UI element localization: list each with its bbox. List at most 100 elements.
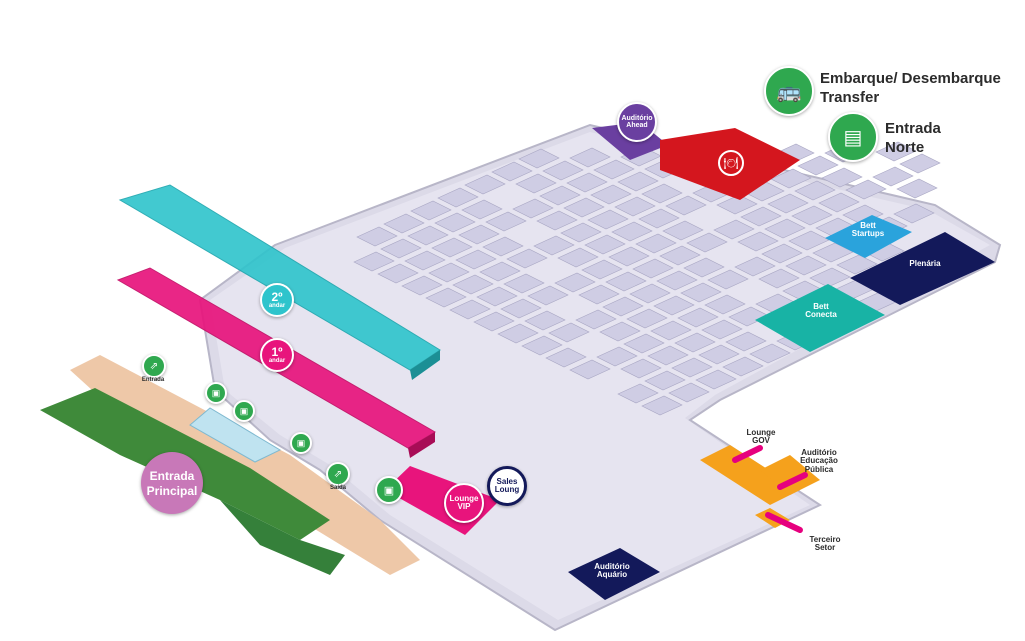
booth (383, 213, 425, 234)
auditorio-educacao-zone (760, 455, 820, 495)
badge-icon-2[interactable]: ▣ (233, 400, 255, 422)
booth (605, 271, 647, 292)
booth (653, 295, 695, 316)
sales-lounge-pin[interactable]: Sales Loung (487, 466, 527, 506)
booth (506, 248, 548, 269)
booth (680, 282, 722, 303)
booth (407, 225, 449, 246)
booth (575, 309, 617, 330)
booth (647, 345, 689, 366)
bett-startups-label: Bett Startups (851, 221, 885, 239)
main-entrance-line1: Entrada (149, 468, 195, 483)
booth (608, 246, 650, 267)
lounge-vip-pin[interactable]: Lounge VIP (444, 483, 484, 523)
booth (614, 196, 656, 217)
transfer-line2: Transfer (820, 88, 880, 106)
bett-conecta-label: Bett Conecta (805, 302, 837, 320)
bett-conecta-zone (755, 284, 885, 352)
booth (461, 199, 503, 220)
booth (683, 257, 725, 278)
booth (536, 210, 578, 231)
auditorio-ahead-pin[interactable]: Auditório Ahead (617, 102, 657, 142)
booth (464, 174, 506, 195)
id-badge-icon: ▤ (828, 112, 878, 162)
floor-2-pin[interactable]: 2º andar (260, 283, 294, 317)
booth (659, 245, 701, 266)
lounge-vip-label-2: VIP (457, 502, 471, 511)
booth (791, 205, 833, 226)
restaurant-icon: 🍽 (718, 150, 744, 176)
booth (821, 167, 863, 188)
auditorio-ahead-label-1: Auditório (621, 115, 653, 122)
booth (638, 208, 680, 229)
booth (401, 275, 443, 296)
booth (764, 218, 806, 239)
id-badge-entrance-icon[interactable]: ▣ (375, 476, 403, 504)
booth (566, 172, 608, 193)
booth (497, 323, 539, 344)
entrada-icon[interactable]: ⇗ (142, 354, 166, 378)
booth (632, 258, 674, 279)
booth (404, 250, 446, 271)
booth (557, 247, 599, 268)
booth (713, 219, 755, 240)
booth (785, 255, 827, 276)
booth (758, 268, 800, 289)
booth (500, 298, 542, 319)
north-entrance-line1: Entrada (885, 120, 941, 137)
badge-icon-3[interactable]: ▣ (290, 432, 312, 454)
booth (635, 233, 677, 254)
booth (899, 153, 941, 174)
marker-auditorio-educacao (777, 472, 808, 490)
badge-icon-1[interactable]: ▣ (205, 382, 227, 404)
booth (623, 333, 665, 354)
booth (797, 155, 839, 176)
booth (548, 322, 590, 343)
booth (560, 222, 602, 243)
north-entrance-legend: Entrada Norte (885, 120, 1015, 158)
booth (476, 286, 518, 307)
booth (428, 262, 470, 283)
booth (842, 204, 884, 225)
floor-1-pin[interactable]: 1º andar (260, 338, 294, 372)
booth (809, 267, 851, 288)
main-entrance-pin[interactable]: Entrada Principal (141, 452, 203, 514)
booth (482, 236, 524, 257)
booth (872, 166, 914, 187)
booth (794, 180, 836, 201)
floor-1-number: 1º (271, 345, 283, 359)
lounge-vip-label-1: Lounge (449, 494, 479, 503)
booth (533, 235, 575, 256)
booth (893, 203, 935, 224)
floor-1-word: andar (268, 358, 286, 364)
booth (725, 331, 767, 352)
booth (545, 347, 587, 368)
booth (542, 160, 584, 181)
booth (515, 173, 557, 194)
transfer-line1: Embarque/ Desembarque (820, 70, 1001, 87)
booth (491, 161, 533, 182)
booth (584, 234, 626, 255)
booth (722, 356, 764, 377)
booth (686, 232, 728, 253)
booth (452, 274, 494, 295)
booth (503, 273, 545, 294)
plenaria-zone (850, 232, 995, 305)
booth (524, 310, 566, 331)
booth (818, 192, 860, 213)
auditorio-aquario-zone (568, 548, 660, 600)
escalator-icon[interactable]: ⇗ (326, 462, 350, 486)
terceiro-setor-label: Terceiro Setor (809, 535, 841, 553)
sales-lounge-label-1: Sales (496, 477, 518, 486)
booth (716, 194, 758, 215)
lounge-gov-zone (700, 445, 800, 505)
booth (707, 269, 749, 290)
booth (449, 299, 491, 320)
booth (485, 211, 527, 232)
booth (662, 220, 704, 241)
booth (599, 321, 641, 342)
booth (353, 251, 395, 272)
booth (527, 285, 569, 306)
marker-terceiro-setor (765, 512, 803, 533)
